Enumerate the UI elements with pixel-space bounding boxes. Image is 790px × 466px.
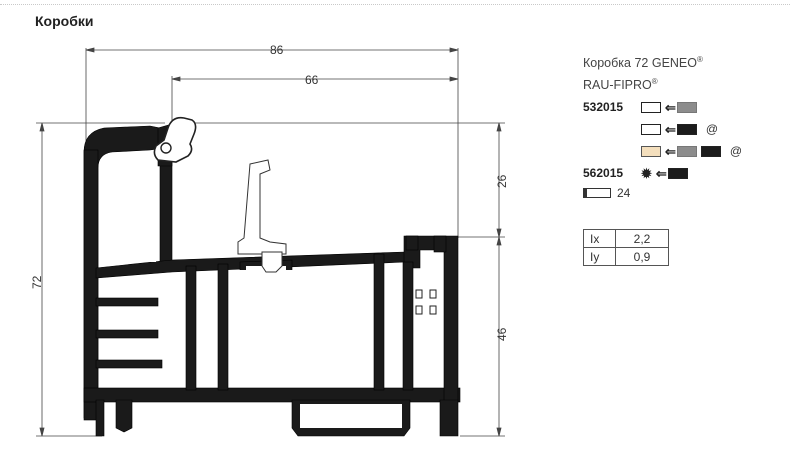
swatch-grey: [676, 101, 697, 113]
properties-table: Ix 2,2 Iy 0,9: [583, 229, 669, 266]
swatch-dark: [676, 123, 697, 135]
swatch-dark: [700, 145, 721, 157]
arrow-left-icon: ⇐: [665, 99, 676, 115]
swatch-dark: [667, 167, 688, 179]
variant-note: @: [705, 122, 719, 136]
arrow-left-icon: ⇐: [665, 143, 676, 159]
arrow-left-icon: ⇐: [655, 165, 667, 181]
dimension-72-label: 72: [30, 275, 44, 289]
variant-note: @: [729, 144, 743, 158]
variant-row-3: ⇐ @: [583, 144, 742, 158]
gasket-row: 562015 ✹ ⇐: [583, 166, 692, 180]
swatch-grey: [676, 145, 697, 157]
top-divider: [0, 4, 790, 5]
swatch-white: [641, 123, 661, 135]
table-row: Iy 0,9: [583, 247, 669, 266]
property-value: 2,2: [615, 229, 669, 248]
right-connectors: [415, 289, 437, 315]
variant-row-1: 532015 ⇐: [583, 100, 701, 114]
gasket-bulb: [160, 142, 172, 154]
dimension-26-46: [195, 122, 505, 437]
glazing-bead-outline: [237, 159, 287, 255]
profile-chambers: [100, 156, 441, 428]
property-key: Ix: [583, 229, 616, 248]
property-key: Iy: [583, 247, 616, 266]
profile-body: [83, 123, 461, 437]
dimension-86-label: 86: [270, 43, 284, 57]
gasket-seal-icon: ✹: [641, 165, 652, 181]
packaging-row: 24: [583, 186, 630, 200]
bundle-icon: [583, 188, 611, 198]
property-value: 0,9: [615, 247, 669, 266]
product-name-text: Коробка 72 GENEO: [583, 56, 697, 71]
product-material-text: RAU-FIPRO: [583, 78, 652, 93]
product-name: Коробка 72 GENEO®: [583, 55, 703, 70]
profile-slots: [203, 270, 395, 380]
product-material: RAU-FIPRO®: [583, 77, 658, 92]
product-material-mark: ®: [651, 77, 658, 86]
arrow-left-icon: ⇐: [665, 121, 676, 137]
product-name-mark: ®: [697, 55, 703, 64]
dimension-46-label: 46: [495, 327, 509, 341]
dimension-66: [171, 76, 459, 125]
page-title: Коробки: [35, 13, 94, 29]
packaging-qty: 24: [617, 186, 631, 200]
variant-row-2: ⇐ @: [583, 122, 718, 136]
variant-code: 532015: [583, 100, 624, 114]
swatch-white: [641, 101, 661, 113]
dimension-66-label: 66: [305, 73, 319, 87]
gasket-code: 562015: [583, 166, 624, 180]
swatch-cream: [641, 145, 661, 157]
table-row: Ix 2,2: [583, 229, 669, 248]
glazing-bead-clip: [261, 251, 283, 273]
dimension-72: [36, 122, 165, 437]
dimension-86: [85, 47, 459, 238]
dimension-26-label: 26: [495, 174, 509, 188]
